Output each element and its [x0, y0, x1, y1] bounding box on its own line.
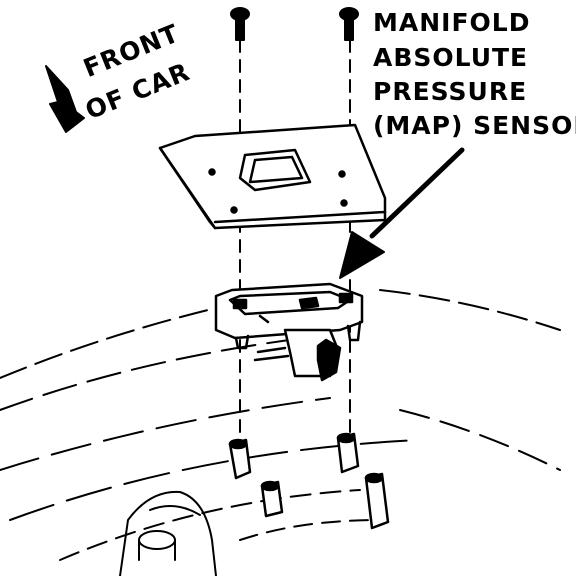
engine-casting — [119, 490, 217, 576]
alignment-lines — [239, 39, 351, 441]
front-arrow-icon — [45, 65, 85, 133]
callout-arrow — [339, 147, 465, 279]
bolt-left — [230, 7, 250, 41]
callout-label-line-2: ABSOLUTE — [373, 43, 529, 72]
map-sensor — [214, 282, 364, 382]
callout-label-line-4: (MAP) SENSOR — [373, 111, 576, 140]
callout-label-line-1: MANIFOLD — [373, 8, 531, 37]
bolt-right — [339, 7, 359, 41]
callout-label-line-3: PRESSURE — [373, 77, 528, 106]
mounting-studs — [228, 432, 390, 530]
mounting-bracket — [158, 123, 387, 230]
